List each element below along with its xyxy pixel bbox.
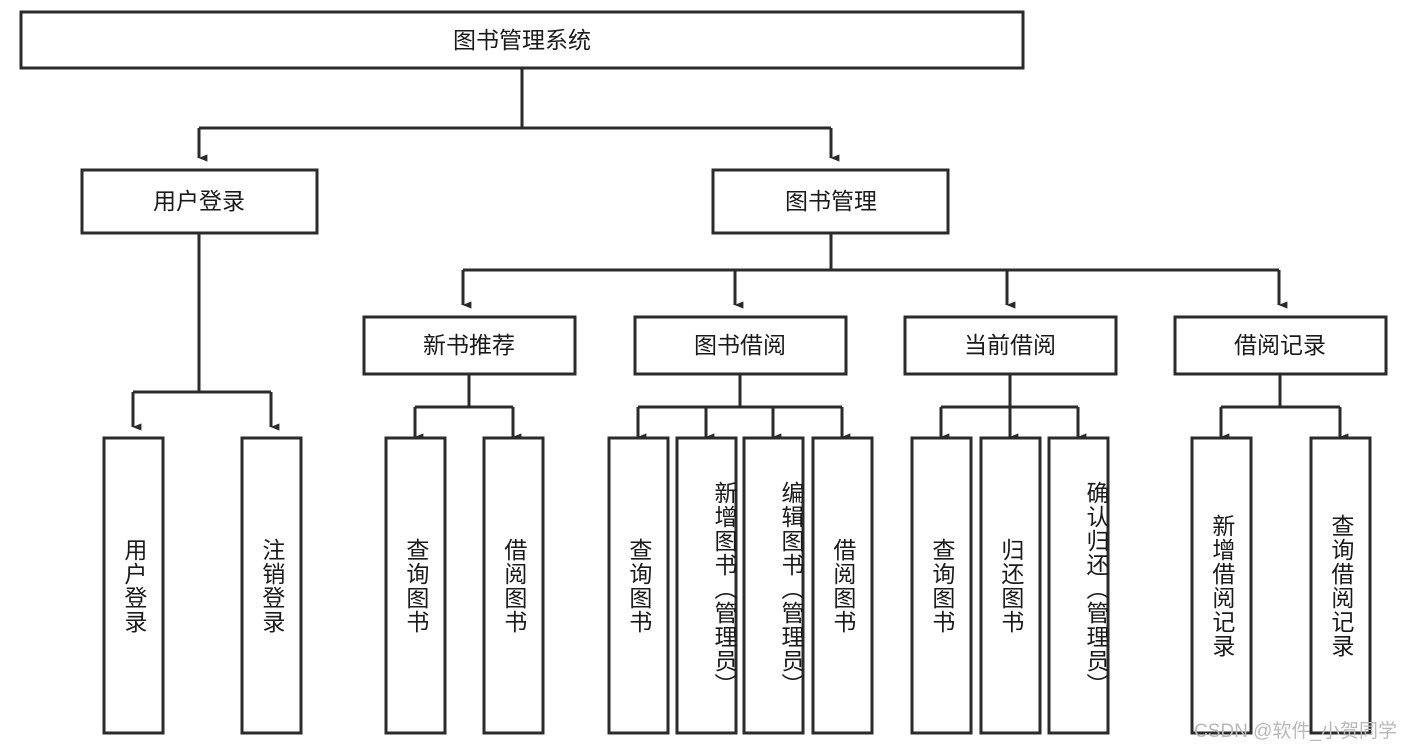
leaf-box-current-borrow-3[interactable] bbox=[1047, 436, 1110, 735]
node-borrow-record-box[interactable] bbox=[1173, 315, 1388, 376]
leaf-label-book-borrow-4: 借阅图书 bbox=[829, 537, 856, 634]
leaf-label-book-borrow-3: 编辑图书（管理员） bbox=[778, 480, 804, 697]
leaf-box-borrow-record-1[interactable] bbox=[1190, 436, 1253, 735]
leaf-box-current-borrow-2[interactable] bbox=[979, 436, 1042, 735]
leaf-box-current-borrow-1[interactable] bbox=[910, 436, 973, 735]
node-current-borrow-label: 当前借阅 bbox=[964, 332, 1056, 358]
leaf-box-book-borrow-1[interactable] bbox=[607, 436, 670, 735]
leaf-box-book-borrow-3[interactable] bbox=[742, 436, 805, 735]
node-new-book-recommend-box[interactable] bbox=[362, 315, 577, 376]
leaf-label-current-borrow-1: 查询图书 bbox=[928, 537, 955, 634]
leaf-label-new-book-2: 借阅图书 bbox=[500, 537, 527, 634]
node-book-manage-label: 图书管理 bbox=[785, 188, 877, 214]
csdn-watermark: CSDN @软件_小贺同学 bbox=[1194, 721, 1397, 742]
leaf-label-user-login-1: 用户登录 bbox=[120, 537, 147, 634]
leaf-box-borrow-record-2[interactable] bbox=[1309, 436, 1372, 735]
leaf-box-book-borrow-2[interactable] bbox=[675, 436, 738, 735]
node-current-borrow-box[interactable] bbox=[903, 315, 1118, 376]
node-root-label: 图书管理系统 bbox=[453, 27, 591, 53]
leaf-label-book-borrow-2: 新增图书（管理员） bbox=[711, 480, 737, 697]
leaf-label-borrow-record-1: 新增借阅记录 bbox=[1208, 513, 1235, 658]
leaf-label-borrow-record-2: 查询借阅记录 bbox=[1327, 513, 1354, 658]
node-book-borrow-label: 图书借阅 bbox=[694, 332, 786, 358]
leaf-box-user-login-1[interactable] bbox=[102, 436, 165, 735]
node-new-book-recommend-label: 新书推荐 bbox=[423, 332, 515, 358]
node-user-login-label: 用户登录 bbox=[153, 188, 245, 214]
node-user-login-box[interactable] bbox=[80, 168, 319, 235]
leaf-box-book-borrow-4[interactable] bbox=[811, 436, 874, 735]
node-book-borrow-box[interactable] bbox=[633, 315, 848, 376]
node-root-box[interactable] bbox=[19, 10, 1025, 70]
leaf-label-user-login-2: 注销登录 bbox=[258, 537, 285, 634]
leaf-label-book-borrow-1: 查询图书 bbox=[625, 537, 652, 634]
leaf-box-new-book-2[interactable] bbox=[482, 436, 545, 735]
node-borrow-record-label: 借阅记录 bbox=[1234, 332, 1326, 358]
node-book-manage-box[interactable] bbox=[711, 168, 950, 235]
leaf-box-new-book-1[interactable] bbox=[384, 436, 447, 735]
leaf-label-new-book-1: 查询图书 bbox=[402, 537, 429, 634]
leaf-box-user-login-2[interactable] bbox=[240, 436, 303, 735]
leaf-label-current-borrow-3: 确认归还（管理员） bbox=[1083, 480, 1109, 697]
leaf-label-current-borrow-2: 归还图书 bbox=[997, 537, 1024, 634]
